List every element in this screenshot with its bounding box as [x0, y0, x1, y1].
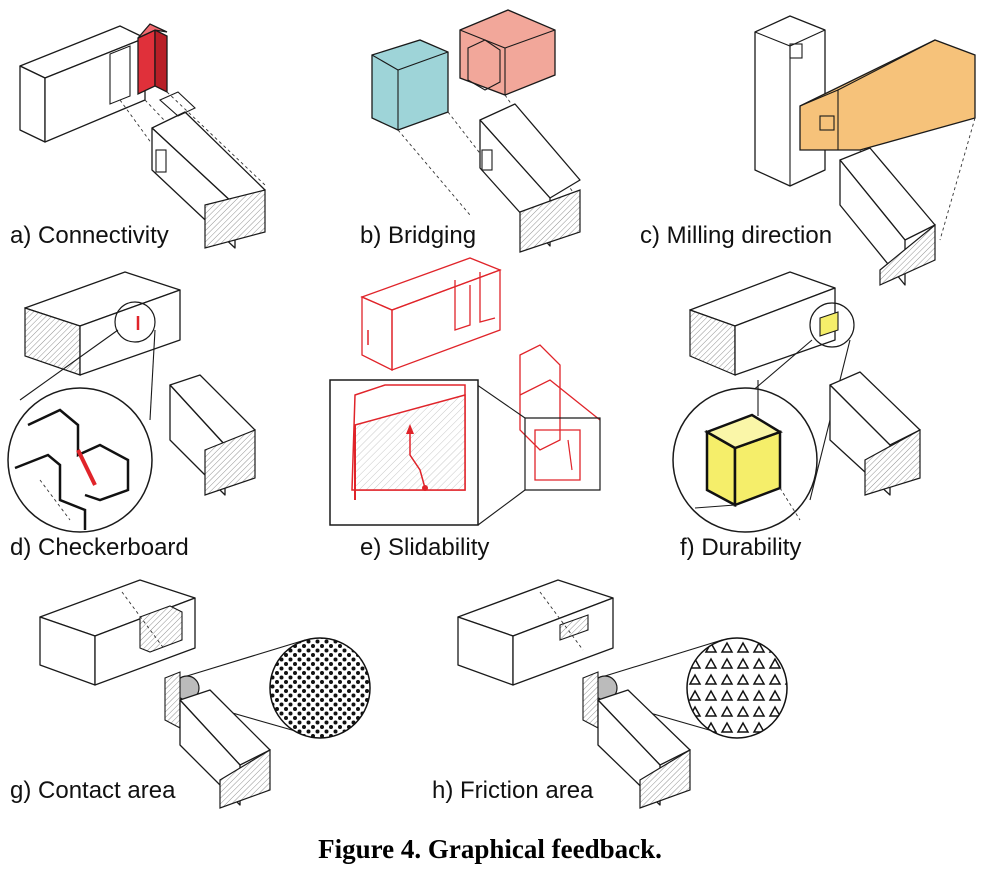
- panel-label: b) Bridging: [360, 222, 476, 249]
- panel-d-checkerboard: d) Checkerboard: [7, 271, 256, 561]
- checkerboard-zoom-circle: [7, 387, 153, 533]
- connectivity-red-block: [137, 28, 156, 96]
- panel-e-slidability: e) Slidability: [329, 257, 601, 561]
- panel-f-durability: f) Durability: [672, 271, 921, 561]
- panel-label: c) Milling direction: [640, 222, 832, 249]
- bridging-blue-block: [371, 39, 449, 131]
- panel-label: h) Friction area: [432, 777, 594, 804]
- panel-label: a) Connectivity: [10, 222, 169, 249]
- friction-zoom-circle: [686, 637, 788, 739]
- panel-c-milling-direction: c) Milling direction: [640, 15, 976, 286]
- panel-label: g) Contact area: [10, 777, 176, 804]
- panel-label: d) Checkerboard: [10, 534, 189, 561]
- contact-zoom-circle: [269, 637, 371, 739]
- slidability-zoom-frame: [524, 417, 601, 491]
- panel-label: e) Slidability: [360, 534, 489, 561]
- bridging-red-block: [459, 9, 556, 96]
- panel-g-contact-area: g) Contact area: [10, 579, 371, 809]
- panel-a-connectivity: a) Connectivity: [10, 23, 266, 249]
- panel-label: f) Durability: [680, 534, 801, 561]
- figure-caption: Figure 4. Graphical feedback.: [318, 834, 662, 864]
- panel-b-bridging: b) Bridging: [360, 9, 581, 253]
- panel-h-friction-area: h) Friction area: [432, 579, 788, 809]
- durability-small-cube: [819, 311, 839, 337]
